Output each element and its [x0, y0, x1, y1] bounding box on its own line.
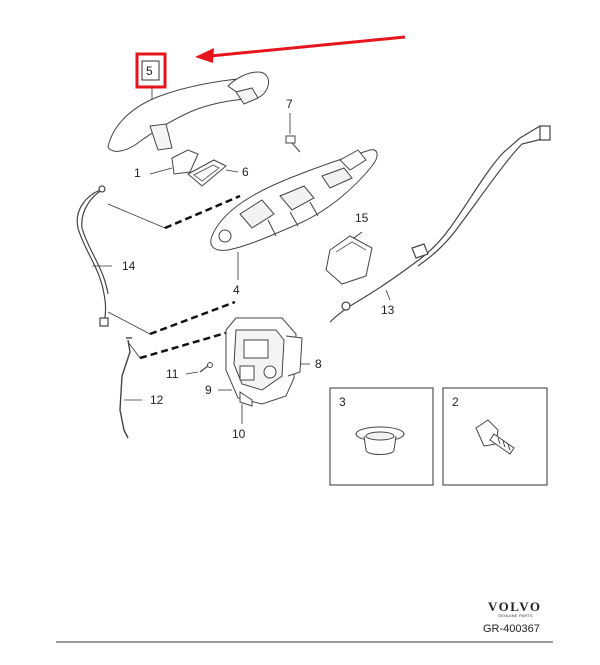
- brand-logo: VOLVO: [488, 599, 541, 614]
- thin-connectors: [107, 203, 166, 359]
- callout-6-text: 6: [242, 165, 249, 179]
- callout-14-text: 14: [122, 259, 136, 273]
- highlight-arrowhead: [195, 48, 214, 63]
- callout-5-text: 5: [146, 64, 153, 78]
- callout-10-text: 10: [232, 427, 246, 441]
- gasket: 6: [187, 159, 249, 187]
- callout-15-text: 15: [355, 211, 369, 225]
- callout-12-text: 12: [150, 393, 164, 407]
- figure-reference: GR-400367: [483, 623, 540, 635]
- highlight-box: [135, 52, 167, 89]
- cable-14: [76, 185, 112, 327]
- lock-callouts: 8 11 9 10: [166, 357, 322, 441]
- inset-box-2: 2: [442, 387, 548, 486]
- inset-label-3: 3: [339, 395, 346, 409]
- lock-unit: [225, 317, 303, 407]
- callout-1-text: 1: [134, 166, 141, 180]
- callout-11-text: 11: [166, 367, 179, 381]
- handle-carrier: [210, 149, 378, 251]
- rod-12: [119, 337, 142, 439]
- handle-cap: 1: [134, 149, 199, 180]
- callout-7-text: 7: [286, 97, 293, 111]
- footer: VOLVO GENUINE PARTS GR-400367: [56, 599, 553, 643]
- brand-subtitle: GENUINE PARTS: [498, 613, 533, 618]
- highlight-annotation: [135, 35, 406, 89]
- callout-4-text: 4: [233, 283, 240, 297]
- dashed-connectors: [139, 194, 241, 360]
- grommet-icon: [355, 426, 405, 455]
- highlight-arrow-line: [209, 35, 406, 58]
- callout-13-text: 13: [381, 303, 395, 317]
- inset-label-2: 2: [452, 395, 459, 409]
- callout-9-text: 9: [205, 383, 212, 397]
- cover-15: 15: [325, 211, 373, 285]
- callout-8-text: 8: [315, 357, 322, 371]
- outer-handle: [107, 71, 269, 152]
- screw-icon: [475, 419, 515, 455]
- cable-13: [329, 125, 551, 323]
- inset-box-3: 3: [329, 387, 434, 486]
- screw-7: 7: [285, 97, 301, 153]
